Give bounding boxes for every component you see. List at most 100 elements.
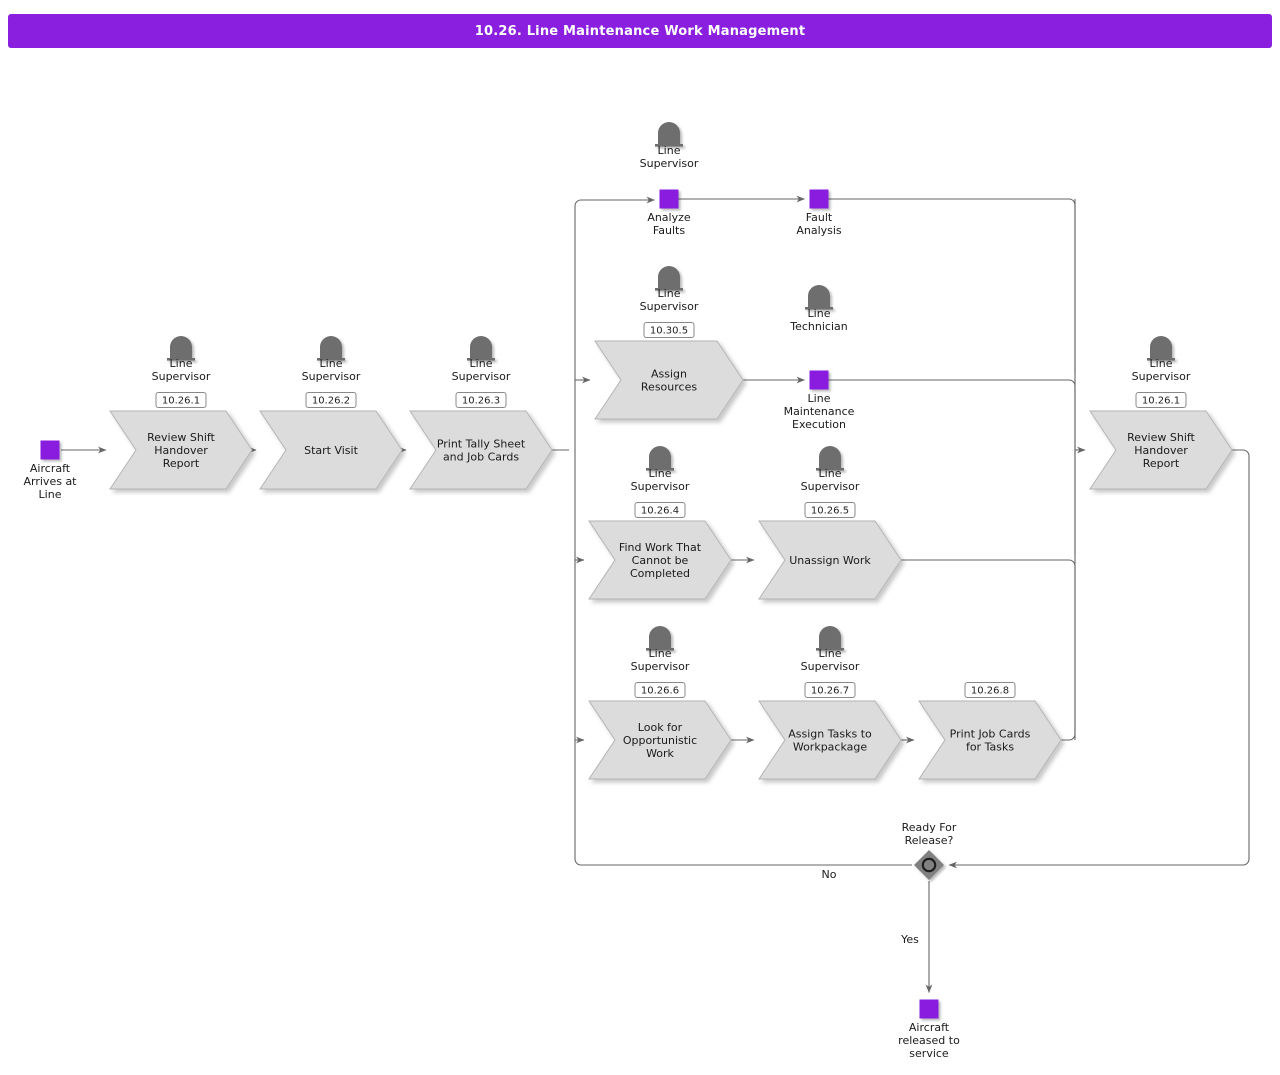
- role-icon-brim: [655, 144, 683, 147]
- edge-n12-to-rightbus: [1061, 733, 1076, 741]
- badge-n10: 10.26.6: [634, 682, 686, 698]
- role-icon-brim: [167, 358, 195, 361]
- badge-label: 10.26.1: [1142, 396, 1180, 407]
- role-icon-crown: [649, 446, 671, 468]
- process-shape-n2[interactable]: [259, 410, 403, 490]
- page-title: 10.26. Line Maintenance Work Management: [474, 23, 806, 39]
- role-icon-n9: [816, 446, 844, 471]
- role-icon-n1: [167, 336, 195, 361]
- badge-label: 10.26.5: [811, 506, 849, 517]
- role-icon-crown: [658, 266, 680, 288]
- process-shape-n6[interactable]: [594, 340, 744, 420]
- node-label-n2: Start Visit: [304, 444, 358, 457]
- badge-n9: 10.26.5: [804, 502, 856, 518]
- edge-n13-to-decision: [948, 449, 1250, 869]
- role-icon-n11: [816, 626, 844, 651]
- process-shape-n10[interactable]: [588, 700, 732, 780]
- badge-n12: 10.26.8: [964, 682, 1016, 698]
- badge-box: [804, 502, 856, 518]
- event-shape-n4[interactable]: [659, 189, 679, 209]
- badge-n3: 10.26.3: [455, 392, 507, 408]
- badge-label: 10.26.1: [162, 396, 200, 407]
- badge-n2: 10.26.2: [305, 392, 357, 408]
- badge-n1: 10.26.1: [155, 392, 207, 408]
- role-icon-brim: [467, 358, 495, 361]
- decision-ready-for-release[interactable]: [914, 850, 944, 880]
- role-icon-crown: [658, 122, 680, 144]
- node-label-n9: Unassign Work: [789, 554, 871, 567]
- role-icon-brim: [646, 648, 674, 651]
- role-icon-n8: [646, 446, 674, 471]
- role-icon-n2: [317, 336, 345, 361]
- role-icon-crown: [320, 336, 342, 358]
- role-icon-n4: [655, 122, 683, 147]
- event-shape-n5[interactable]: [809, 189, 829, 209]
- process-shape-n12[interactable]: [918, 700, 1062, 780]
- badge-box: [455, 392, 507, 408]
- edge-n5-to-rightbus: [828, 198, 1076, 374]
- role-icon-crown: [470, 336, 492, 358]
- badge-box: [155, 392, 207, 408]
- start-aircraft-arrives[interactable]: [40, 440, 60, 460]
- badge-box: [804, 682, 856, 698]
- role-icon-crown: [1150, 336, 1172, 358]
- role-icon-brim: [646, 468, 674, 471]
- edge-decision-no: [574, 858, 912, 866]
- badge-box: [634, 502, 686, 518]
- role-icon-brim: [655, 288, 683, 291]
- role-icon-brim: [805, 307, 833, 310]
- role-icon-n10: [646, 626, 674, 651]
- process-shape-n11[interactable]: [758, 700, 902, 780]
- event-shape-n7[interactable]: [809, 370, 829, 390]
- process-shape-n1[interactable]: [109, 410, 253, 490]
- badge-n11: 10.26.7: [804, 682, 856, 698]
- role-icon-n7: [805, 285, 833, 310]
- process-shape-n9[interactable]: [758, 520, 902, 600]
- process-shape-n3[interactable]: [409, 410, 553, 490]
- role-icon-brim: [1147, 358, 1175, 361]
- badge-n6: 10.30.5: [643, 322, 695, 338]
- role-icon-crown: [808, 285, 830, 307]
- badge-box: [643, 322, 695, 338]
- decision-yes-label: Yes: [900, 933, 919, 946]
- badge-n8: 10.26.4: [634, 502, 686, 518]
- badge-box: [1135, 392, 1187, 408]
- role-icon-crown: [819, 626, 841, 648]
- end-aircraft-released[interactable]: [919, 999, 939, 1019]
- process-shape-n13[interactable]: [1089, 410, 1233, 490]
- badge-n13: 10.26.1: [1135, 392, 1187, 408]
- role-icon-crown: [819, 446, 841, 468]
- badge-label: 10.26.8: [971, 686, 1009, 697]
- role-icon-brim: [816, 468, 844, 471]
- process-shape-n8[interactable]: [588, 520, 732, 600]
- badge-label: 10.26.3: [462, 396, 500, 407]
